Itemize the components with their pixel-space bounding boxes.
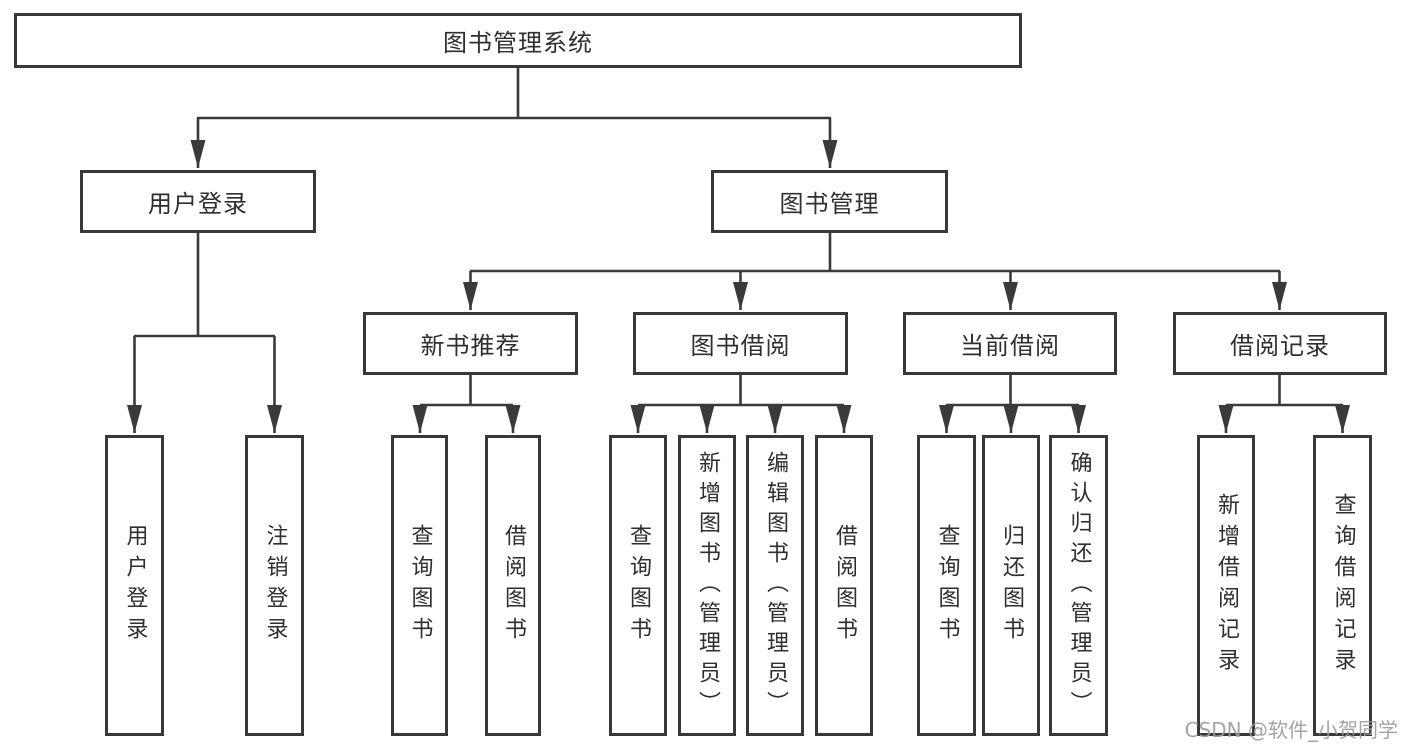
connector-borrow-records-children (1218, 375, 1350, 433)
leaf-nbr-query-books: 查询图书 (391, 435, 448, 736)
node-borrow-records: 借阅记录 (1173, 312, 1387, 375)
node-new-book-recommend-label: 新书推荐 (420, 332, 521, 360)
leaf-nbr-borrow-books: 借阅图书 (485, 435, 541, 736)
connector-current-borrow-children (939, 375, 1086, 433)
node-current-borrow-label: 当前借阅 (960, 332, 1060, 360)
leaf-cb-confirm-return-admin: 确认归还（管理员） (1049, 435, 1108, 736)
leaf-br-add-record-label: 新增借阅记录 (1214, 492, 1239, 679)
leaf-cb-query-books-label: 查询图书 (934, 523, 960, 648)
leaf-br-add-record: 新增借阅记录 (1197, 435, 1255, 736)
node-book-borrow: 图书借阅 (633, 312, 848, 375)
leaf-bb-query-books: 查询图书 (609, 435, 667, 736)
node-user-login-label: 用户登录 (148, 190, 248, 218)
node-borrow-records-label: 借阅记录 (1230, 332, 1330, 360)
leaf-logout-label: 注销登录 (262, 523, 288, 648)
leaf-bb-add-books-admin-label: 新增图书（管理员） (695, 450, 720, 721)
node-user-login: 用户登录 (80, 170, 316, 233)
leaf-bb-borrow-books: 借阅图书 (815, 435, 873, 736)
leaf-bb-edit-books-admin-label: 编辑图书（管理员） (763, 450, 788, 721)
leaf-cb-return-books-label: 归还图书 (999, 523, 1024, 648)
node-current-borrow: 当前借阅 (903, 312, 1117, 375)
leaf-br-query-record-label: 查询借阅记录 (1330, 492, 1356, 679)
leaf-bb-edit-books-admin: 编辑图书（管理员） (746, 435, 804, 736)
node-root-label: 图书管理系统 (443, 29, 593, 57)
leaf-bb-add-books-admin: 新增图书（管理员） (678, 435, 736, 736)
connector-new-book-children (412, 375, 521, 433)
node-book-management-label: 图书管理 (779, 190, 880, 218)
leaf-cb-return-books: 归还图书 (982, 435, 1040, 736)
connector-book-borrow-children (630, 375, 852, 433)
leaf-cb-confirm-return-admin-label: 确认归还（管理员） (1066, 450, 1092, 721)
csdn-watermark: CSDN @软件_小贺同学 (1184, 718, 1398, 742)
node-new-book-recommend: 新书推荐 (363, 312, 578, 375)
leaf-nbr-borrow-books-label: 借阅图书 (501, 523, 526, 648)
leaf-bb-borrow-books-label: 借阅图书 (832, 523, 857, 648)
node-book-management: 图书管理 (711, 170, 948, 233)
connector-book-management-children (463, 233, 1287, 310)
connector-root-to-level2 (190, 68, 838, 168)
connector-user-login-children (127, 233, 282, 433)
leaf-cb-query-books: 查询图书 (917, 435, 976, 736)
leaf-nbr-query-books-label: 查询图书 (407, 523, 433, 648)
node-root: 图书管理系统 (14, 13, 1022, 68)
leaf-user-login: 用户登录 (105, 435, 164, 736)
leaf-bb-query-books-label: 查询图书 (626, 523, 651, 648)
leaf-user-login-label: 用户登录 (122, 523, 148, 648)
leaf-logout: 注销登录 (245, 435, 304, 736)
leaf-br-query-record: 查询借阅记录 (1313, 435, 1372, 736)
node-book-borrow-label: 图书借阅 (690, 332, 791, 360)
